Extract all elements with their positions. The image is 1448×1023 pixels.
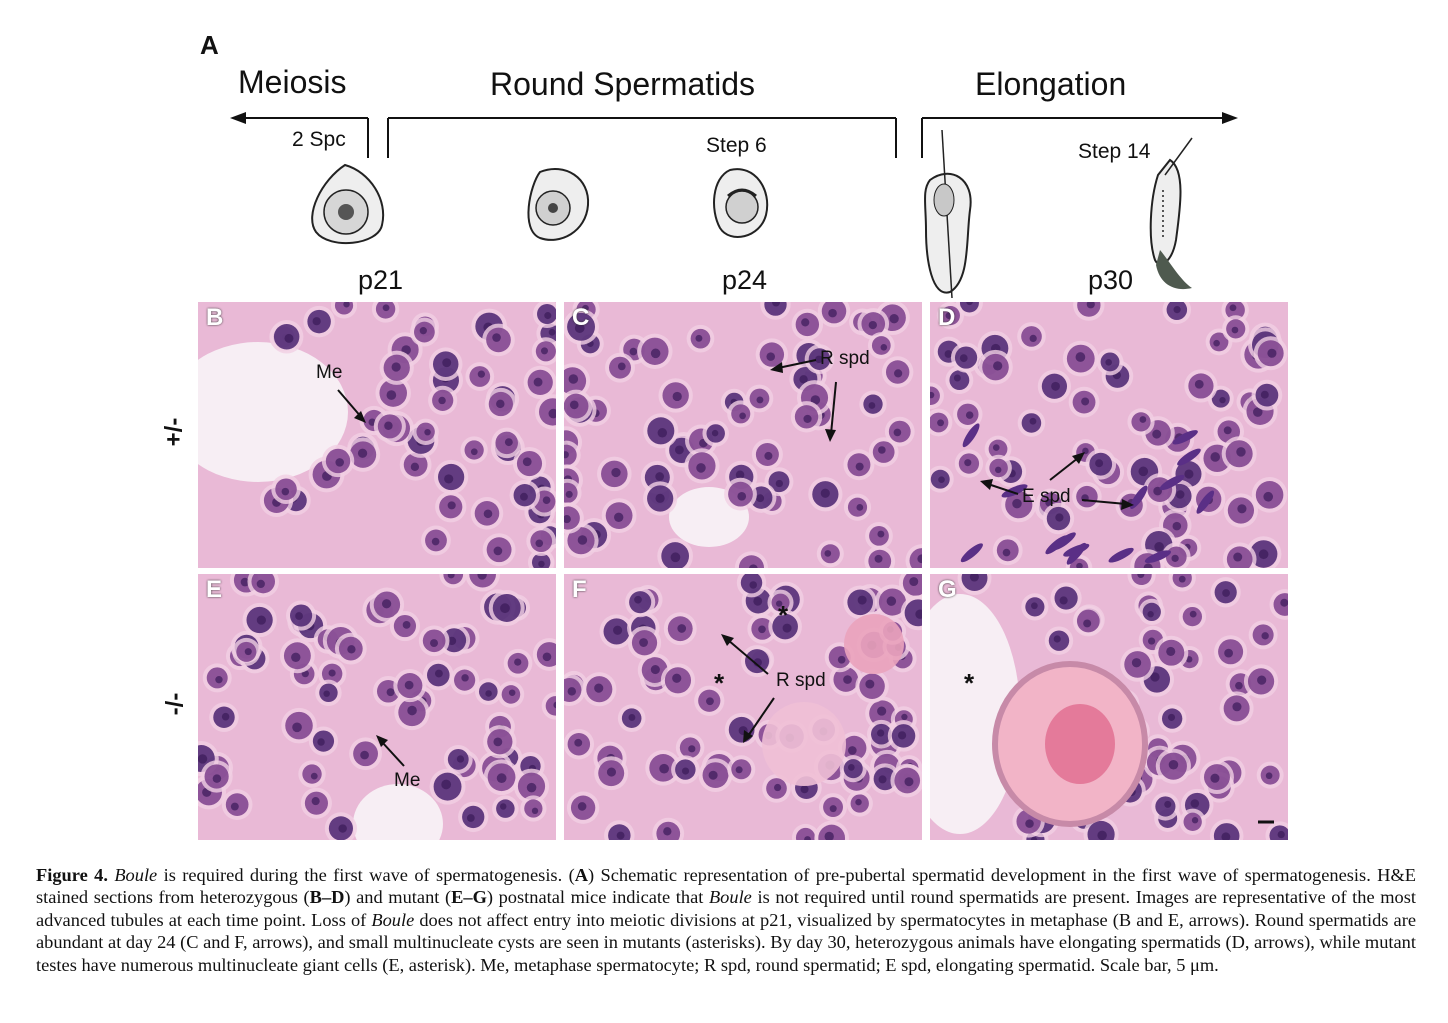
- timepoint-p21: p21: [358, 265, 404, 295]
- step14-spermatid-icon: [1149, 137, 1193, 290]
- panel-letter-c: C: [572, 304, 590, 331]
- micrograph-panel-f: F R spd * *: [564, 574, 922, 840]
- caption-text: does not affect entry into meiotic divis…: [36, 909, 1416, 975]
- micrograph-panel-b: B Me: [198, 302, 556, 568]
- round-spermatid-label: R spd: [776, 670, 826, 691]
- marker-step-14: Step 14: [1078, 140, 1151, 163]
- timepoint-p24: p24: [722, 265, 768, 295]
- caption-title: Figure 4.: [36, 865, 108, 885]
- figure-caption: Figure 4. Boule is required during the f…: [36, 864, 1416, 976]
- panel-letter-a: A: [200, 30, 219, 60]
- phase-elongation-label: Elongation: [975, 66, 1127, 102]
- caption-gene: Boule: [371, 909, 415, 930]
- micrograph-panel-d: D E spd: [930, 302, 1288, 568]
- micrograph-panel-e: E Me: [198, 574, 556, 840]
- phase-round-spermatids-label: Round Spermatids: [490, 66, 756, 102]
- elongating-spermatid-label: E spd: [1022, 486, 1071, 507]
- panel-letter-f: F: [572, 576, 587, 603]
- timepoint-p30: p30: [1088, 265, 1134, 295]
- round-spermatid-arrows: [721, 634, 775, 743]
- caption-text: ) and mutant (: [344, 887, 452, 908]
- metaphase-arrow: [376, 735, 405, 767]
- caption-text: ) Schematic representation of pre-pubert…: [36, 865, 1416, 908]
- asterisk-cyst: *: [714, 668, 725, 698]
- caption-gene: Boule: [708, 887, 752, 908]
- phase-meiosis-label: Meiosis: [238, 64, 347, 100]
- metaphase-label: Me: [316, 362, 343, 383]
- metaphase-arrow: [337, 389, 366, 423]
- caption-text: ) postnatal mice indicate that: [486, 887, 709, 908]
- caption-text: is required during the first wave of spe…: [157, 865, 575, 885]
- micrograph-panel-c: C R spd: [564, 302, 922, 568]
- round-spermatid-step6-icon: [713, 168, 769, 238]
- panel-letter-d: D: [938, 304, 956, 331]
- metaphase-label: Me: [394, 770, 421, 791]
- schematic-panel-a: A Meiosis Round Spermatids Elongation: [0, 0, 1448, 300]
- micrograph-panel-g: G *: [930, 574, 1288, 840]
- panel-letter-g: G: [938, 576, 957, 603]
- panel-letter-e: E: [206, 576, 223, 603]
- elongating-spermatid-icon: [924, 129, 972, 299]
- caption-bold: A: [574, 865, 588, 885]
- asterisk-cyst: *: [778, 600, 789, 630]
- marker-step-6: Step 6: [706, 134, 767, 157]
- round-spermatid-label: R spd: [820, 348, 870, 369]
- timeline-lines: [230, 112, 1238, 299]
- marker-2-spc: 2 Spc: [292, 128, 346, 151]
- scale-bar: [1258, 820, 1274, 824]
- caption-gene: Boule: [114, 865, 158, 885]
- spermatocyte-cell-icon: [311, 163, 385, 245]
- caption-bold: B–D: [309, 887, 345, 908]
- panel-letter-b: B: [206, 304, 224, 331]
- round-spermatid-icon: [527, 168, 590, 241]
- elongating-spermatid-arrows: [980, 452, 1134, 510]
- genotype-mutant-label: -/-: [161, 692, 189, 716]
- caption-text: is not required until round spermatids a…: [36, 887, 1417, 930]
- round-spermatid-arrows: [770, 359, 837, 442]
- asterisk-lumen: *: [964, 668, 975, 698]
- genotype-heterozygous-label: +/-: [160, 417, 188, 447]
- caption-bold: E–G: [451, 887, 487, 908]
